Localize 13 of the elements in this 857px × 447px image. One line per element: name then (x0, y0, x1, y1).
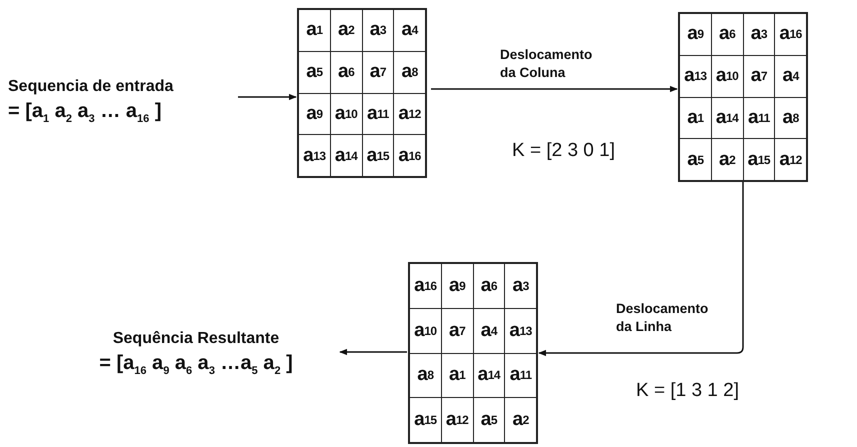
arrow (238, 94, 297, 100)
sequence-title: Sequência Resultante (112, 330, 280, 348)
arrow (431, 86, 678, 92)
shift-key: K = [1 3 1 2] (636, 380, 739, 402)
matrix-grid (678, 12, 808, 182)
shift-key: K = [2 3 0 1] (512, 140, 615, 162)
arrow (339, 348, 407, 356)
sequence-title: Sequencia de entrada (8, 78, 174, 96)
sequence-formula: = [a$_{1}$ a$_{2}$ a$_{3}$ … a$_{16}$ ] (8, 100, 162, 125)
arrow (538, 182, 744, 356)
matrix-grid (408, 262, 538, 444)
sequence-formula: = [a$_{16}$ a$_{9}$ a$_{6}$ a$_{3}$ …a$_{5}$ a$_{2}$ ] (99, 352, 293, 377)
matrix-grid (297, 8, 427, 178)
